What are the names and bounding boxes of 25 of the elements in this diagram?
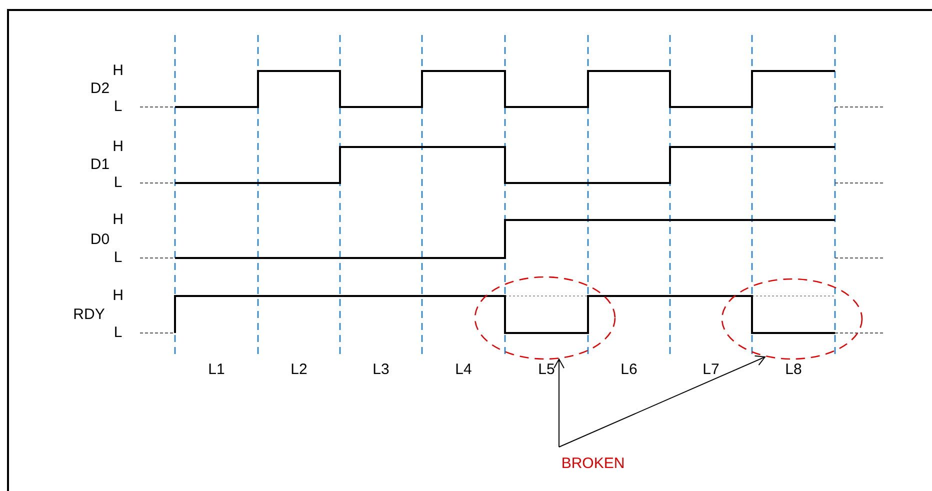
level-label: L xyxy=(114,174,122,192)
interval-label: L1 xyxy=(208,361,225,379)
level-label: L xyxy=(114,98,122,116)
interval-label: L3 xyxy=(372,361,390,379)
highlight-ellipse xyxy=(474,276,616,360)
highlight-ellipse xyxy=(721,278,863,360)
level-label: H xyxy=(112,287,124,305)
signal-name: RDY xyxy=(73,306,105,324)
interval-label: L5 xyxy=(538,361,555,379)
level-label: H xyxy=(112,138,124,156)
signal-name: D0 xyxy=(90,231,110,249)
arrow xyxy=(554,358,564,448)
interval-label: L7 xyxy=(702,361,720,379)
level-label: L xyxy=(114,249,122,267)
signal-name: D1 xyxy=(90,156,110,174)
interval-label: L2 xyxy=(290,361,308,379)
arrow xyxy=(558,355,766,448)
level-label: H xyxy=(112,62,124,80)
callout-text: BROKEN xyxy=(561,455,625,473)
interval-label: L6 xyxy=(620,361,638,379)
interval-label: L8 xyxy=(785,361,802,379)
level-label: L xyxy=(114,324,122,342)
interval-label: L4 xyxy=(455,361,472,379)
level-label: H xyxy=(112,211,124,229)
signal-name: D2 xyxy=(90,80,110,98)
